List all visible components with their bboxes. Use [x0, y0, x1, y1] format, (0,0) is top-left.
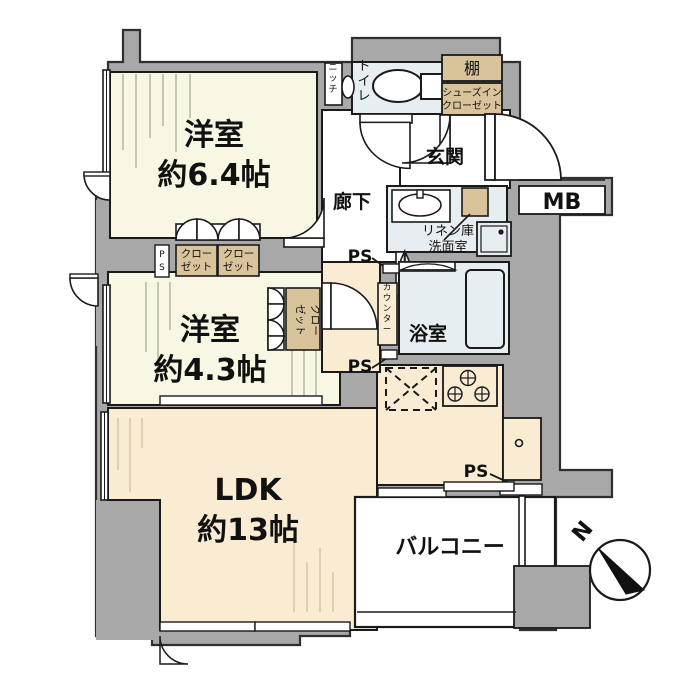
closet-a-label-line1: クロー [181, 248, 213, 260]
closet-b-box [217, 244, 260, 277]
sliding-door-ldk-balcony [377, 481, 515, 498]
meter-box-rect [518, 185, 606, 215]
ps-label-2: PS [348, 357, 373, 377]
folding-door-arcs-closet-c [267, 287, 285, 351]
window-hatch-ldk-left [117, 418, 143, 492]
corridor-label: 廊下 [333, 190, 371, 213]
shoes-in-closet-box [441, 82, 503, 116]
closet-group-bedroom1: クロー ゼット クロー ゼット P S [154, 218, 261, 278]
linen-closet-box [461, 187, 489, 217]
closet-a-label-line2: ゼット [181, 261, 213, 273]
bathroom-label: 浴室 [409, 322, 447, 345]
room-label-bedroom-2-line1: 洋室 [180, 313, 240, 348]
balcony-unit-block [513, 565, 591, 629]
door-swing-toilet [359, 113, 413, 170]
ps-duct-1 [382, 263, 400, 274]
closet-b-label-line1: クロー [223, 248, 255, 260]
refrigerator-icon [502, 417, 542, 481]
kitchen-group [385, 365, 542, 481]
closet-c-label-line2: ゼット [294, 304, 306, 336]
meter-box-group: MB [518, 179, 606, 215]
closet-c-label-line1: クロー [309, 304, 321, 336]
linen-closet-leader-line [443, 213, 471, 241]
window-hatch-bedroom1 [122, 74, 191, 168]
room-label-bedroom-1-line2: 約6.4帖 [157, 158, 270, 193]
door-swing-bedroom2-left [69, 277, 99, 307]
folding-door-arcs-closet-ab [175, 218, 261, 241]
closet-b-label-line2: ゼット [223, 261, 255, 273]
interior-doors [283, 197, 378, 330]
washroom-label: 洗面室 [428, 239, 467, 255]
closet-a-box [175, 244, 218, 277]
shoes-in-closet-group: 棚 シューズイン クローゼット [401, 54, 503, 164]
meter-box-label: MB [543, 190, 582, 215]
faucet-icon [416, 189, 424, 199]
shoes-in-closet-label-line2: クローゼット [442, 100, 502, 112]
door-swing-shoes-in-closet [401, 114, 451, 164]
closet-c-box [285, 287, 321, 351]
toilet-bowl-icon [372, 69, 424, 103]
shelf-label: 棚 [464, 59, 480, 78]
ldk-group: LDK 約13帖 [100, 411, 351, 665]
bedroom-2-group: 洋室 約4.3帖 クロー ゼット [69, 273, 323, 406]
burner-icons [447, 369, 490, 402]
entrance-group: 玄関 [426, 113, 562, 181]
compass-needle [597, 547, 646, 595]
ps-duct-2 [380, 349, 398, 360]
door-swing-bathroom [398, 261, 458, 272]
kitchen-sink-icon [385, 367, 437, 411]
door-swing-bedroom1 [283, 197, 325, 248]
counter-group: カウンター [377, 282, 398, 346]
door-swing-bedroom1-left [83, 173, 111, 201]
entrance-label: 玄関 [426, 145, 464, 168]
toilet-tank-icon [420, 73, 444, 100]
balcony-group: バルコニー [353, 481, 591, 629]
door-swing-ldk [321, 282, 378, 330]
room-label-bedroom-2-line2: 約4.3帖 [153, 353, 266, 388]
counter-box [377, 282, 398, 346]
linen-closet-label: リネン庫 [422, 224, 474, 239]
window-hatch-bedroom2 [145, 282, 171, 372]
window-sash-left-top [102, 69, 111, 176]
bathtub-icon [465, 269, 505, 349]
bedroom-1-group: 洋室 約6.4帖 [83, 69, 271, 201]
shoes-in-closet-label-line1: シューズイン [442, 86, 502, 99]
toilet-label: トイレ [357, 59, 370, 104]
window-hatch-ldk [293, 540, 334, 612]
door-swing-front-door [484, 113, 562, 181]
window-sash-ldk-left [100, 411, 109, 501]
balcony-label: バルコニー [395, 535, 505, 560]
room-label-ldk-line2: 約13帖 [197, 513, 299, 548]
door-leaf-bedroom1-left [83, 171, 111, 177]
counter-label: カウンター [383, 283, 392, 335]
room-bedroom-1-floor [109, 71, 318, 239]
room-label-bedroom-1-line1: 洋室 [184, 118, 244, 153]
ps-label-1: PS [348, 247, 373, 267]
toilet-group: トイレ ニッチ [324, 59, 449, 170]
ps-wall-label-p: P [159, 250, 165, 260]
room-label-ldk-line1: LDK [214, 473, 283, 508]
niche-door-icon [341, 75, 355, 99]
ps-wall-box [154, 244, 170, 278]
balcony-partition-rail [518, 495, 526, 567]
door-swing-ldk-bottom [159, 635, 189, 665]
sliding-door-ldk-bottom [159, 621, 351, 632]
window-sill-bedroom2 [159, 395, 323, 406]
ps-label-3: PS [464, 462, 489, 482]
ps-wall-label-s: S [159, 263, 165, 273]
corridor-group: 廊下 [333, 190, 371, 213]
window-sash-left-bottom [102, 284, 111, 404]
niche-label: ニッチ [328, 63, 337, 95]
shelf-box [441, 54, 503, 82]
bathroom-group: 浴室 [398, 261, 510, 355]
door-leaf-bedroom2-left [69, 273, 99, 279]
